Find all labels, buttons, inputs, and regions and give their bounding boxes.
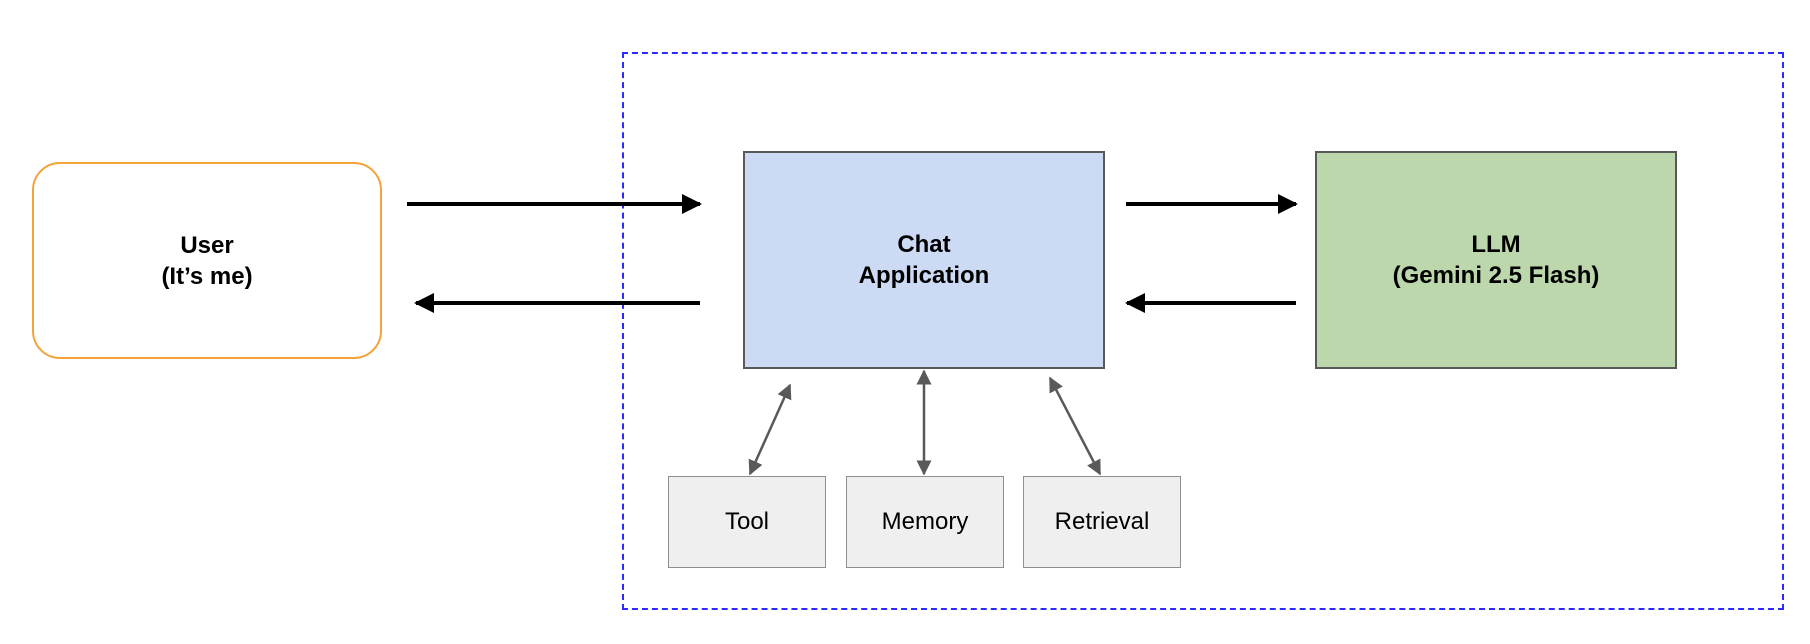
- user-node: User (It’s me): [32, 162, 382, 359]
- retrieval-node: Retrieval: [1023, 476, 1181, 568]
- llm-label: LLM (Gemini 2.5 Flash): [1393, 229, 1600, 291]
- chat-application-line1: Chat: [897, 231, 951, 258]
- arrow-chat-retrieval: [1048, 376, 1102, 476]
- chat-application-label: Chat Application: [859, 229, 990, 291]
- system-boundary: [622, 52, 1784, 610]
- tool-node: Tool: [668, 476, 826, 568]
- chat-application-node: Chat Application: [743, 151, 1105, 369]
- tool-label: Tool: [724, 508, 770, 535]
- retrieval-label: Retrieval: [1054, 508, 1150, 535]
- arrow-chat-tool: [748, 383, 792, 476]
- memory-node: Memory: [846, 476, 1004, 568]
- user-label: User (It’s me): [161, 230, 252, 292]
- user-subtitle: (It’s me): [161, 262, 253, 290]
- chat-application-line2: Application: [858, 262, 990, 289]
- llm-subtitle: (Gemini 2.5 Flash): [1392, 262, 1600, 289]
- memory-label: Memory: [881, 508, 969, 535]
- llm-title: LLM: [1471, 231, 1521, 258]
- user-title: User: [180, 231, 234, 259]
- llm-node: LLM (Gemini 2.5 Flash): [1315, 151, 1677, 369]
